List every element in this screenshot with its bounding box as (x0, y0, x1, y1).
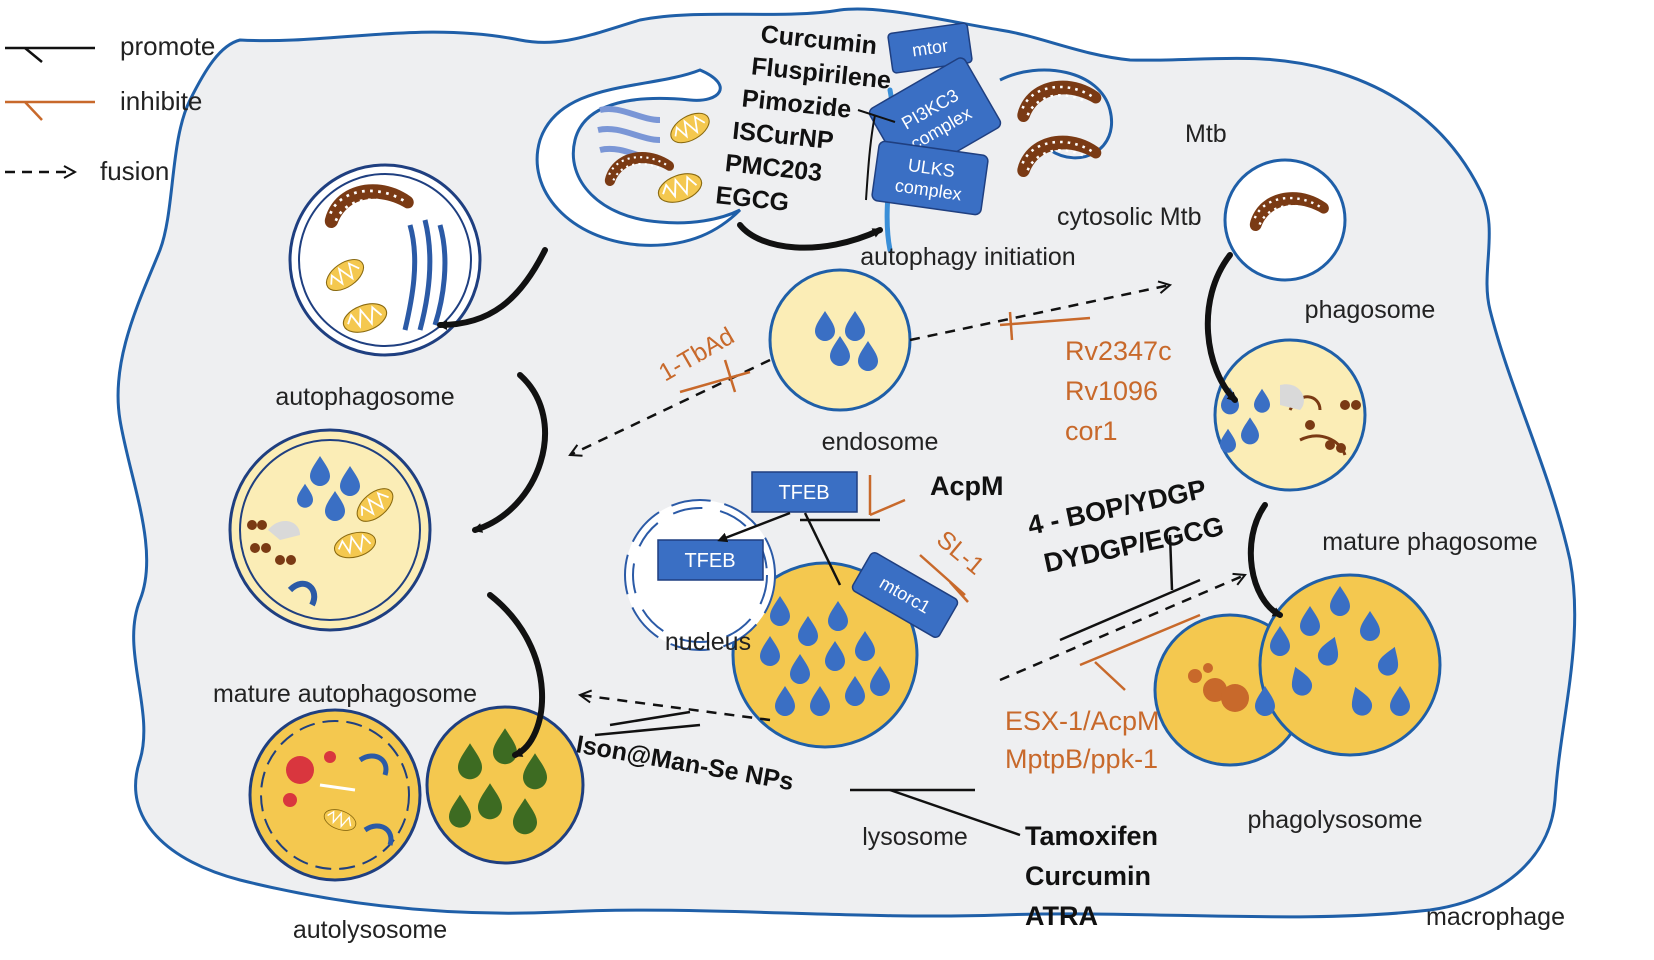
phagolysosome-label: phagolysosome (1247, 806, 1422, 834)
mature-autophagosome (228, 428, 432, 632)
lysosome-agent-1: Curcumin (1025, 861, 1151, 891)
nucleus-label: nucleus (665, 628, 751, 656)
phagophore (535, 68, 742, 247)
autophagosome-label: autophagosome (275, 383, 454, 411)
legend-inhibit-label: inhibite (120, 86, 202, 116)
legend: promote inhibite fusion (5, 31, 215, 186)
autolysosome-label: autolysosome (293, 916, 447, 944)
mtor-label: mtor (911, 36, 949, 61)
phagosome (1223, 158, 1347, 282)
acpm-label: AcpM (930, 471, 1004, 501)
autolysosome-large (248, 708, 422, 882)
esx-agent-1: MptpB/ppk-1 (1005, 744, 1158, 774)
phagosome-label: phagosome (1305, 296, 1436, 324)
mtb-label: Mtb (1185, 120, 1227, 148)
rv-agent-0: Rv2347c (1065, 336, 1172, 366)
ulks-complex: ULKS complex (871, 140, 989, 216)
phagophore-contents (597, 106, 716, 209)
legend-inhibit: inhibite (5, 86, 202, 121)
legend-fusion-label: fusion (100, 156, 169, 186)
lysosome-label: lysosome (862, 823, 968, 851)
legend-promote: promote (5, 31, 215, 63)
cytosolic-mtb-label: cytosolic Mtb (1057, 203, 1201, 231)
endosome-label: endosome (822, 428, 939, 456)
tfeb-cyto-label: TFEB (778, 482, 829, 504)
tfeb-nucleus-box: TFEB (657, 539, 764, 581)
mature-autophagosome-label: mature autophagosome (213, 680, 477, 708)
rv-inhibitor-list: Rv2347c Rv1096 cor1 (1065, 336, 1172, 446)
autophagy-initiation-label: autophagy initiation (860, 243, 1075, 271)
lysosome-agent-0: Tamoxifen (1025, 821, 1158, 851)
esx-agent-0: ESX-1/AcpM (1005, 706, 1160, 736)
esx-inhibitor-list: ESX-1/AcpM MptpB/ppk-1 (1005, 706, 1160, 774)
tfeb-nucleus-label: TFEB (684, 550, 735, 572)
lysosome-promoter-list: Tamoxifen Curcumin ATRA (1025, 821, 1158, 931)
mtorc1-complex: mtorc1 (851, 552, 959, 638)
legend-fusion: fusion (5, 156, 169, 186)
macrophage-label: macrophage (1426, 903, 1565, 931)
mature-phagosome (1213, 338, 1367, 492)
phagolysosome-large (1258, 573, 1442, 757)
rv-agent-1: Rv1096 (1065, 376, 1158, 406)
legend-promote-label: promote (120, 31, 215, 61)
mtor-complex: mtor (887, 22, 973, 74)
rv-agent-2: cor1 (1065, 416, 1118, 446)
tfeb-cyto-box: TFEB (751, 471, 858, 513)
mature-phagosome-label: mature phagosome (1322, 528, 1537, 556)
lysosome-agent-2: ATRA (1025, 901, 1098, 931)
